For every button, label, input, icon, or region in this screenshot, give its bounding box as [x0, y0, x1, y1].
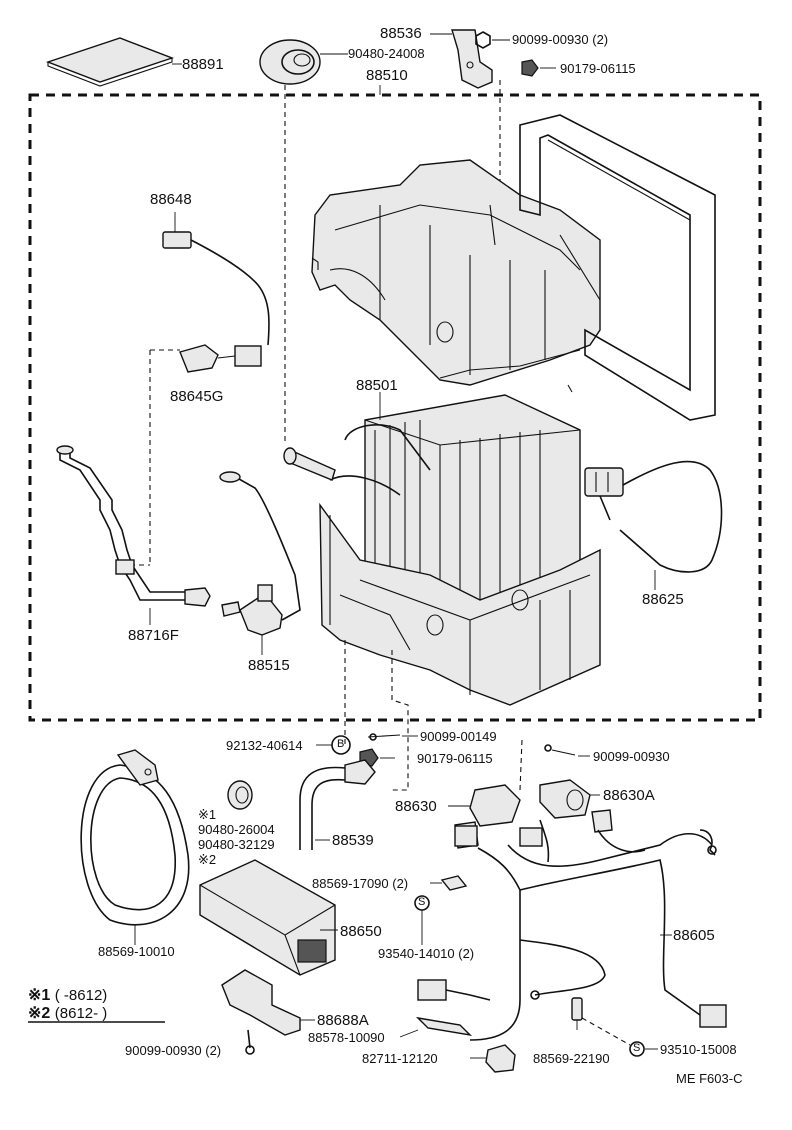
label-88648: 88648: [150, 191, 192, 208]
servo-88630a-drawing: [539, 779, 613, 833]
label-90099-00930-2-bottom: 90099-00930 (2): [125, 1043, 222, 1058]
label-93540-14010: 93540-14010 (2): [378, 946, 475, 961]
label-90480-26004: 90480-26004: [198, 822, 275, 837]
filter-pad-drawing: [45, 37, 182, 87]
label-92132-40614: 92132-40614: [226, 738, 303, 753]
circle-s-letter-1: S: [418, 896, 426, 908]
upper-case-drawing: [311, 159, 601, 393]
circle-b-letter: B: [337, 738, 345, 750]
small-grommet-drawing: [227, 780, 253, 810]
legend-row-1-mark: ※1: [28, 987, 51, 1004]
grommet-drawing: [259, 39, 348, 445]
label-88645G: 88645G: [170, 388, 224, 405]
hose-88539-drawing: [299, 759, 376, 850]
clip-17090-drawing: [414, 875, 468, 945]
label-93510-15008: 93510-15008: [660, 1042, 737, 1057]
legend-row-1-value: ( -8612): [54, 987, 108, 1004]
label-88630A: 88630A: [603, 787, 655, 804]
lower-case-drawing: [319, 502, 601, 706]
label-88578-10090: 88578-10090: [308, 1030, 385, 1045]
label-90099-00930-2: 90099-00930 (2): [512, 32, 609, 47]
label-90179-06115-bot: 90179-06115: [417, 751, 493, 766]
filter-frame-drawing: [519, 114, 716, 421]
label-88515: 88515: [248, 657, 290, 674]
assembly-boundary: [28, 93, 762, 722]
label-88569-17090: 88569-17090 (2): [312, 876, 409, 891]
harness-88605-drawing: [417, 819, 727, 1041]
legend-row-2: ※2 (8612- ): [28, 1003, 107, 1023]
label-88650: 88650: [340, 923, 382, 940]
tube-drawing: [283, 447, 336, 481]
label-88716F: 88716F: [128, 627, 179, 644]
circle-s-letter-2: S: [633, 1042, 641, 1054]
label-82711-12120: 82711-12120: [362, 1051, 438, 1066]
label-88569-10010: 88569-10010: [98, 944, 175, 959]
bracket-88688a-drawing: [221, 969, 315, 1055]
sensor-88625-drawing: [584, 460, 723, 590]
note1-mark: ※1: [198, 807, 217, 822]
bottom-screws-drawing: [316, 733, 418, 767]
label-88569-22190: 88569-22190: [533, 1051, 610, 1066]
sensor-88648-drawing: [162, 212, 270, 367]
bracket-drawing: [430, 29, 556, 200]
label-88605: 88605: [673, 927, 715, 944]
label-88688A: 88688A: [317, 1012, 369, 1029]
legend-row-2-mark: ※2: [28, 1005, 51, 1022]
label-88630: 88630: [395, 798, 437, 815]
amplifier-88650-drawing: [199, 859, 338, 976]
switch-88645g-drawing: [130, 344, 236, 566]
label-88510: 88510: [366, 67, 408, 84]
label-88891: 88891: [182, 56, 224, 73]
label-88625: 88625: [642, 591, 684, 608]
legend-row-2-value: (8612- ): [54, 1005, 108, 1022]
note2-mark: ※2: [198, 852, 217, 867]
tag-22190-drawing: [571, 997, 658, 1057]
seal-ring-drawing: [80, 749, 190, 945]
label-90480-32129: 90480-32129: [198, 837, 275, 852]
label-90480-24008: 90480-24008: [348, 46, 425, 61]
label-90099-00930-right: 90099-00930: [593, 749, 670, 764]
valve-88515-drawing: [219, 471, 301, 655]
label-90099-00149: 90099-00149: [420, 729, 497, 744]
clamp-82711-drawing: [470, 1044, 516, 1073]
figure-code: ME F603-C: [676, 1071, 743, 1086]
screw-right-drawing: [544, 744, 590, 757]
label-88539: 88539: [332, 832, 374, 849]
pipe-88716f-drawing: [56, 445, 211, 625]
legend-row-1: ※1 ( -8612): [28, 985, 107, 1005]
label-90179-06115-top: 90179-06115: [560, 61, 636, 76]
label-88536: 88536: [380, 25, 422, 42]
pad-88578-drawing: [399, 1016, 473, 1038]
label-88501: 88501: [356, 377, 398, 394]
